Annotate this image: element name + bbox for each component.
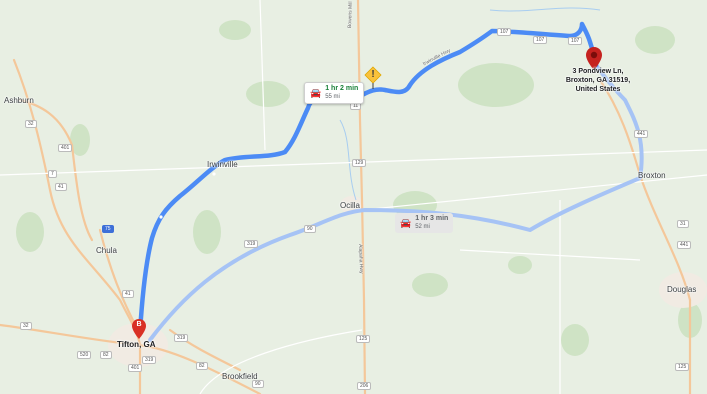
route-shield: 441 bbox=[677, 241, 692, 249]
car-icon: 🚘 bbox=[310, 87, 322, 98]
place-broxton: Broxton bbox=[638, 171, 666, 180]
route-shield: 129 bbox=[352, 159, 367, 167]
route-waypoint-dot bbox=[159, 215, 163, 219]
route-shield: 107 bbox=[568, 37, 583, 45]
forest-patch bbox=[458, 63, 534, 107]
primary-route[interactable] bbox=[137, 21, 599, 335]
place-irwinville: Irwinville bbox=[207, 160, 238, 169]
route-shield: 32 bbox=[20, 322, 32, 330]
route-shield: 90 bbox=[304, 225, 316, 233]
road-brookfield bbox=[199, 329, 363, 394]
place-tifton: Tifton, GA bbox=[117, 340, 156, 349]
town-area bbox=[659, 272, 707, 308]
creek bbox=[339, 119, 357, 201]
route-shield: 90 bbox=[252, 380, 264, 388]
route-shield: 319 bbox=[174, 334, 189, 342]
place-douglas: Douglas bbox=[667, 285, 697, 294]
forest-patch bbox=[561, 324, 589, 356]
forest-patch bbox=[219, 20, 251, 40]
alternate-route[interactable] bbox=[148, 63, 644, 342]
route-shield: 31 bbox=[677, 220, 689, 228]
route-shield: 520 bbox=[77, 351, 92, 359]
highway-82 bbox=[0, 323, 262, 394]
route-shield: 125 bbox=[675, 363, 690, 371]
route-shield: 401 bbox=[128, 364, 143, 372]
route-shield: 319 bbox=[142, 356, 157, 364]
road-name-alapaha-hwy: Alapaha Hwy bbox=[357, 244, 365, 274]
alternate-route-card[interactable]: 🚘 1 hr 3 min 52 mi bbox=[395, 213, 454, 233]
car-icon: 🚘 bbox=[400, 217, 412, 228]
highway-75 bbox=[98, 228, 140, 332]
route-shield: 206 bbox=[357, 382, 372, 390]
route-shield: 82 bbox=[100, 351, 112, 359]
route-shield: 32 bbox=[25, 120, 37, 128]
route-shield: 401 bbox=[58, 144, 73, 152]
origin-pin-icon[interactable]: B bbox=[131, 318, 147, 340]
forest-patch bbox=[193, 210, 221, 254]
primary-route-distance: 55 mi bbox=[325, 94, 340, 100]
forest-patch bbox=[412, 273, 448, 297]
primary-route-duration: 1 hr 2 min bbox=[325, 85, 359, 92]
highway-7 bbox=[70, 143, 94, 242]
route-shield: 125 bbox=[356, 335, 371, 343]
road-ocilla-broxton bbox=[361, 174, 707, 211]
origin-marker-letter: B bbox=[136, 321, 142, 328]
route-shield: 441 bbox=[634, 130, 649, 138]
route-waypoint-dot bbox=[212, 172, 216, 176]
place-ashburn: Ashburn bbox=[4, 96, 34, 105]
alternate-route-distance: 52 mi bbox=[415, 224, 430, 230]
primary-route-card[interactable]: 🚘 1 hr 2 min 55 mi bbox=[304, 82, 365, 104]
forest-patch bbox=[70, 124, 90, 156]
forest-patch bbox=[246, 81, 290, 107]
route-shield: 41 bbox=[55, 183, 67, 191]
forest-patch bbox=[508, 256, 532, 274]
highway-129 bbox=[356, 0, 367, 394]
warning-icon[interactable]: ! bbox=[364, 66, 382, 90]
forest-patch bbox=[16, 212, 44, 252]
route-shield: 7 bbox=[48, 170, 57, 178]
destination-line-2: Broxton, GA 31519, bbox=[565, 77, 631, 84]
road-name-bowens-mill: Bowens Mill bbox=[347, 1, 354, 29]
destination-line-1: 3 Pondview Ln, bbox=[572, 68, 624, 75]
warning-symbol: ! bbox=[371, 69, 375, 80]
route-shield: 319 bbox=[244, 240, 259, 248]
route-shield-interstate: 75 bbox=[102, 225, 114, 233]
route-shield: 107 bbox=[533, 36, 548, 44]
route-shield: 107 bbox=[497, 28, 512, 36]
highway-41 bbox=[12, 58, 142, 347]
place-ocilla: Ocilla bbox=[340, 201, 361, 210]
road-minor bbox=[459, 249, 641, 261]
destination-address: 3 Pondview Ln, Broxton, GA 31519, United… bbox=[553, 67, 643, 94]
destination-line-3: United States bbox=[575, 86, 621, 93]
route-shield: 41 bbox=[122, 290, 134, 298]
destination-pin-icon[interactable] bbox=[585, 46, 603, 72]
place-chula: Chula bbox=[96, 246, 117, 255]
route-shield: 82 bbox=[196, 362, 208, 370]
forest-patch bbox=[635, 26, 675, 54]
creek bbox=[489, 7, 601, 12]
place-brookfield: Brookfield bbox=[222, 372, 258, 381]
alternate-route-duration: 1 hr 3 min bbox=[415, 215, 449, 222]
road-minor bbox=[259, 0, 266, 151]
highway-32 bbox=[18, 98, 74, 147]
